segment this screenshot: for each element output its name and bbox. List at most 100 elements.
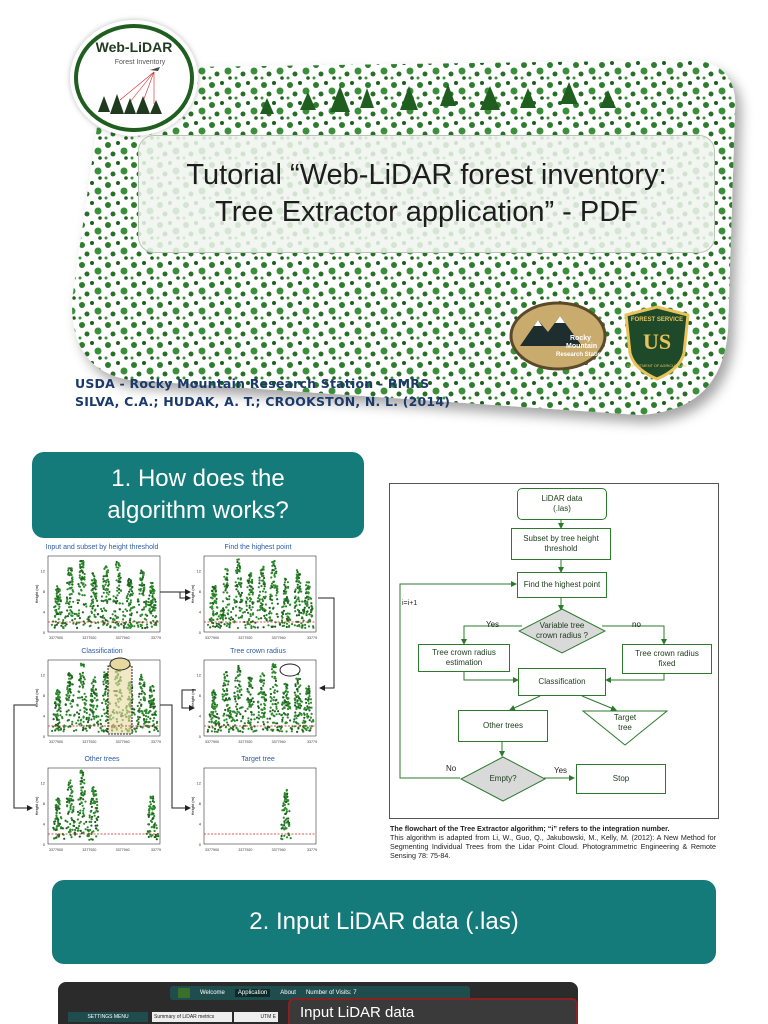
- credit-line-2: SILVA, C.A.; HUDAK, A. T.; CROOKSTON, N.…: [75, 394, 451, 409]
- flow-empty-decision: [460, 756, 546, 802]
- panel-xtick: 3377900: [205, 740, 219, 744]
- panel-xtick: 3377940: [272, 636, 286, 640]
- app-dialog-title: Input LiDAR data: [300, 1004, 415, 1021]
- panel-xtick: 3377920: [82, 740, 96, 744]
- panel-xtick: 33779: [307, 740, 317, 744]
- panel-ytick: 4: [43, 609, 46, 614]
- fs-top-text: FOREST SERVICE: [631, 317, 683, 323]
- panel-xtick: 3377940: [116, 848, 130, 852]
- panel-xtick: 3377920: [238, 848, 252, 852]
- app-tab-welcome[interactable]: Welcome: [200, 990, 225, 996]
- flow-target-label: Target tree: [613, 713, 637, 732]
- panel-xtick: 3377920: [82, 636, 96, 640]
- panel-xtick: 3377940: [272, 740, 286, 744]
- panel-xtick: 3377900: [49, 740, 63, 744]
- panel-ylabel: Height (m): [34, 688, 39, 707]
- flow-no-1: no: [632, 620, 641, 629]
- panel-ytick: 0: [43, 842, 46, 847]
- panel-ytick: 12: [197, 780, 202, 785]
- flowchart-connectors: [399, 520, 667, 781]
- app-utm-tab[interactable]: UTM E: [234, 1012, 278, 1022]
- panel-ytick: 8: [43, 801, 46, 806]
- section-1-line-1: 1. How does the: [111, 465, 285, 492]
- panel-ytick: 12: [197, 568, 202, 573]
- app-summary-tab[interactable]: Summary of LiDAR metrics: [152, 1012, 232, 1022]
- panel-xtick: 3377900: [49, 848, 63, 852]
- caption-text: This algorithm is adapted from Li, W., G…: [390, 833, 716, 860]
- panel-ytick: 12: [41, 568, 46, 573]
- section-1-line-2: algorithm works?: [107, 497, 289, 524]
- flow-radius-estimation: Tree crown radius estimation: [418, 644, 510, 672]
- panel-ytick: 4: [199, 713, 202, 718]
- panel-ylabel: Height (m): [190, 688, 195, 707]
- fs-bottom-text: DEPARTMENT OF AGRICULTURE: [627, 364, 687, 368]
- fs-mid-text: US: [643, 329, 671, 354]
- flow-empty-label: Empty?: [489, 774, 517, 783]
- credit-line-1: USDA - Rocky Mountain Research Station -…: [75, 376, 430, 391]
- panel-ylabel: Height (m): [190, 584, 195, 603]
- panel-xtick: 3377940: [116, 740, 130, 744]
- panel-xtick: 3377940: [272, 848, 286, 852]
- forest-service-shield: FOREST SERVICE US DEPARTMENT OF AGRICULT…: [624, 305, 690, 381]
- flow-lidar-data: LiDAR data (.las): [517, 488, 607, 520]
- panel-title-6: Target tree: [241, 756, 275, 763]
- panel-xtick: 33779: [307, 848, 317, 852]
- flow-highest-point: Find the highest point: [517, 572, 607, 598]
- flow-classification: Classification: [518, 668, 606, 696]
- point-cloud: [280, 788, 292, 841]
- logo-subtitle: Forest Inventory: [115, 59, 166, 66]
- flow-yes-1: Yes: [486, 620, 500, 629]
- panel-ylabel: Height (m): [190, 796, 195, 815]
- app-tab-application[interactable]: Application: [234, 989, 271, 997]
- panel-ytick: 8: [199, 801, 202, 806]
- flow-variable-decision: [518, 608, 606, 654]
- panel-xtick: 3377940: [116, 636, 130, 640]
- flow-loop-label: i=i+1: [402, 600, 418, 607]
- flow-subset: Subset by tree height threshold: [511, 528, 611, 560]
- flow-radius-fixed: Tree crown radius fixed: [622, 644, 712, 674]
- classification-highlight: [107, 665, 133, 735]
- panel-xtick: 3377900: [49, 636, 63, 640]
- panel-title-4: Tree crown radius: [230, 648, 286, 655]
- app-tab-about[interactable]: About: [280, 990, 296, 996]
- app-screenshot: Welcome Application About Number of Visi…: [58, 982, 578, 1024]
- flow-stop: Stop: [576, 764, 666, 794]
- panel-ytick: 0: [43, 630, 46, 635]
- panel-arrows: [13, 589, 335, 811]
- logo-title: Web-LiDAR: [96, 39, 173, 55]
- rmrs-line-2: Mountain: [566, 343, 597, 350]
- panel-ytick: 12: [197, 672, 202, 677]
- rmrs-line-3: Research Station: [556, 352, 605, 358]
- title-line-1: Tutorial “Web-LiDAR forest inventory:: [186, 159, 667, 191]
- panel-title-3: Classification: [81, 648, 123, 655]
- section-2-title: 2. Input LiDAR data (.las): [249, 908, 519, 935]
- app-settings-menu[interactable]: SETTINGS MENU: [68, 1012, 148, 1022]
- app-tabs: Welcome Application About Number of Visi…: [170, 986, 470, 1000]
- panel-xtick: 3377900: [205, 848, 219, 852]
- panel-ytick: 4: [43, 821, 46, 826]
- panel-ytick: 0: [199, 842, 202, 847]
- point-cloud: [50, 559, 159, 630]
- point-cloud: [206, 558, 315, 630]
- panel-xtick: 33779: [151, 740, 161, 744]
- panel-xtick: 33779: [151, 636, 161, 640]
- panel-ylabel: Height (m): [34, 584, 39, 603]
- flowchart: LiDAR data (.las) Subset by tree height …: [389, 483, 719, 819]
- section-2-heading: 2. Input LiDAR data (.las): [52, 880, 716, 964]
- flow-yes-2: Yes: [554, 766, 568, 775]
- panel-ytick: 8: [199, 693, 202, 698]
- point-cloud: [52, 769, 160, 841]
- rmrs-badge: Rocky Mountain Research Station: [509, 301, 607, 371]
- panel-title-1: Input and subset by height threshold: [45, 544, 159, 551]
- panel-xtick: 3377920: [238, 636, 252, 640]
- panel-title-2: Find the highest point: [224, 544, 292, 551]
- panel-ylabel: Height (m): [34, 796, 39, 815]
- flow-other-trees: Other trees: [458, 710, 548, 742]
- crown-radius-ellipse: [279, 663, 301, 677]
- panel-ytick: 8: [43, 693, 46, 698]
